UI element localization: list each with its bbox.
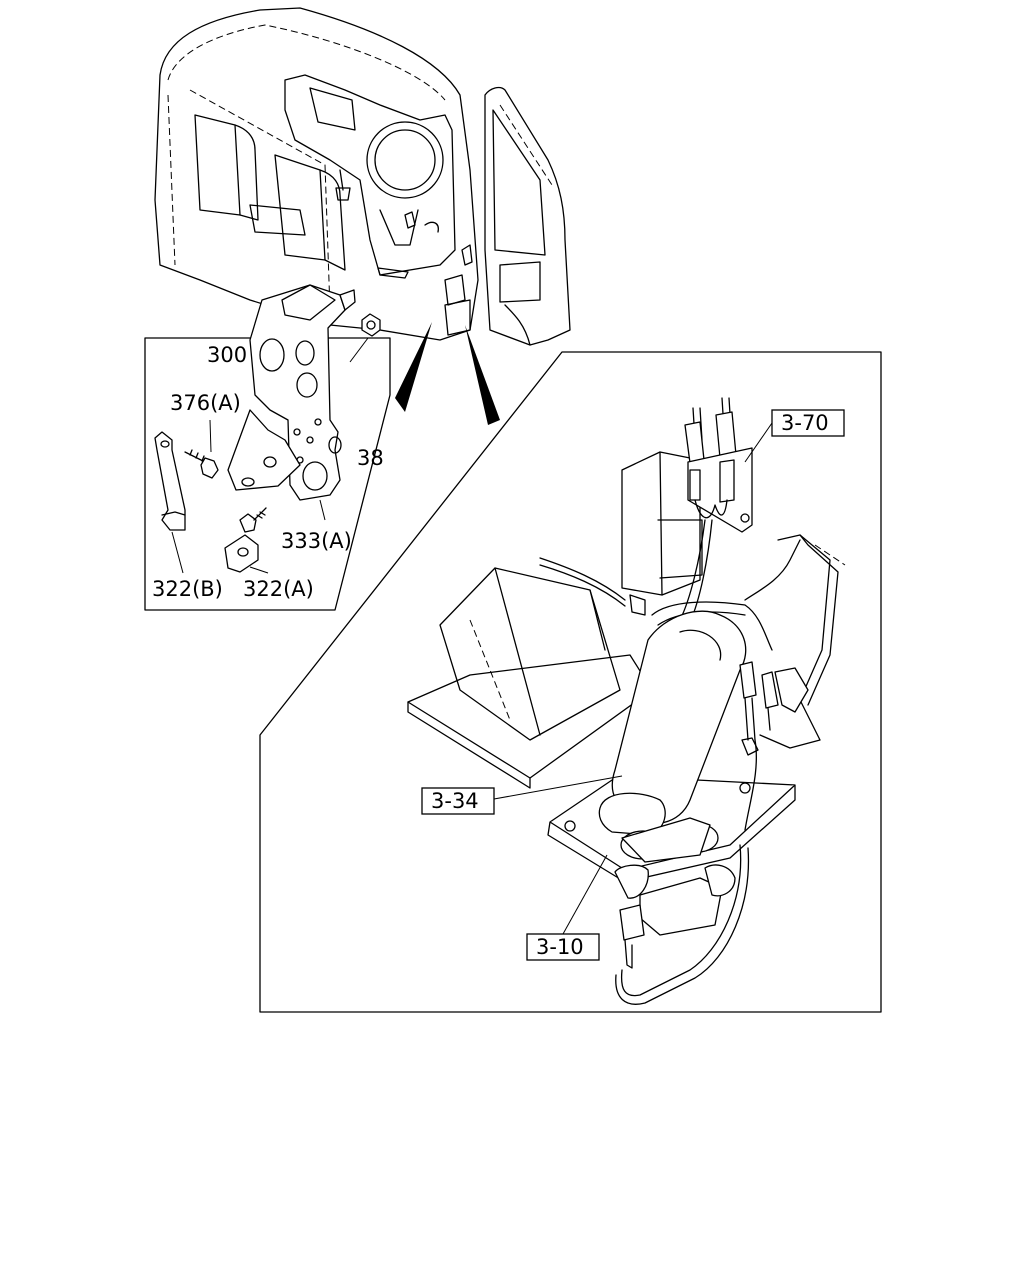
label-322b: 322(B) xyxy=(152,577,223,601)
valve-detail-panel: 3-70 3-34 3-10 xyxy=(259,351,882,1013)
label-3-10: 3-10 xyxy=(536,935,584,959)
brake-valve-icon xyxy=(547,610,796,969)
label-3-34: 3-34 xyxy=(431,789,479,813)
detail-pointer-right xyxy=(465,325,500,425)
bolt-322a-icon xyxy=(239,507,267,533)
bracket-333a-icon xyxy=(227,284,356,501)
connector-clip-icon xyxy=(684,411,753,533)
ref-box-3-70 xyxy=(771,409,845,437)
detail-pointer-left xyxy=(395,322,432,412)
label-38: 38 xyxy=(357,446,384,470)
bolt-376a-icon xyxy=(184,449,219,479)
bracket-322b-icon xyxy=(154,431,186,531)
label-333a: 333(A) xyxy=(281,529,352,553)
bracket-detail-panel: 300 376(A) 38 333(A) 322(B) 322(A) xyxy=(144,284,391,611)
cab-overview xyxy=(154,7,571,346)
label-300: 300 xyxy=(207,343,247,367)
bracket-322a-icon xyxy=(224,534,259,573)
solenoid-module-icon xyxy=(621,451,703,616)
label-376a: 376(A) xyxy=(170,391,241,415)
label-322a: 322(A) xyxy=(243,577,314,601)
ref-box-3-10 xyxy=(526,933,600,961)
label-3-70: 3-70 xyxy=(781,411,829,435)
ref-box-3-34 xyxy=(421,787,495,815)
nut-38-icon xyxy=(361,313,381,337)
